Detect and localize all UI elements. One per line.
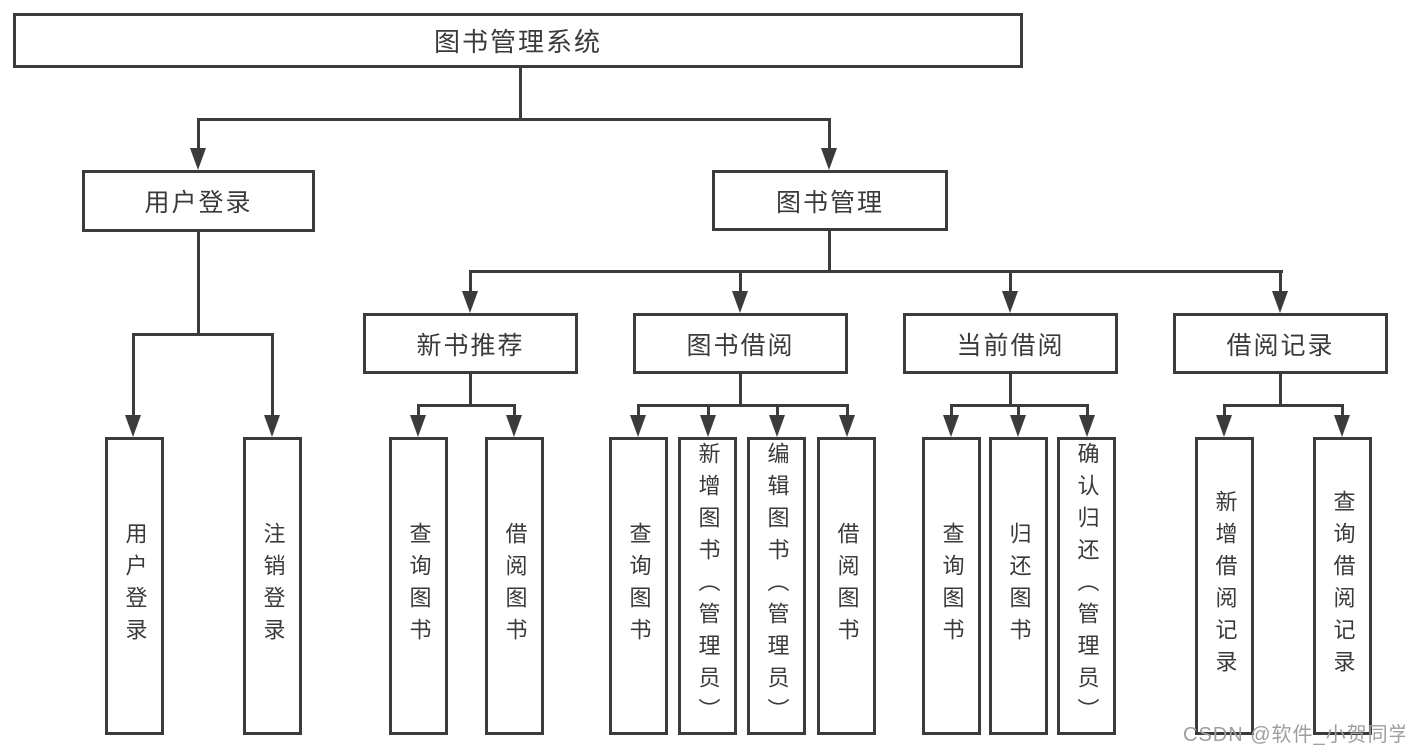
leaf-record-add: 新增借阅记录 — [1195, 437, 1254, 735]
connector-bookmgmt-hline — [469, 270, 1283, 273]
node-borrow-records: 借阅记录 — [1173, 313, 1388, 374]
arrowhead-book-mgmt — [821, 148, 837, 170]
connector-root-hline — [197, 118, 831, 121]
arrowhead-cb1 — [1010, 415, 1026, 437]
arrowhead-cb2 — [1079, 415, 1095, 437]
connector-arrow-shaft-records — [1279, 270, 1282, 293]
arrowhead-bookborrow — [732, 291, 748, 313]
leaf-borrow-add-admin: 新增图书（管理员） — [678, 437, 737, 735]
arrowhead-bb3 — [839, 415, 855, 437]
leaf-current-confirm-admin: 确认归还（管理员） — [1057, 437, 1116, 735]
node-root-library-system: 图书管理系统 — [13, 13, 1023, 68]
node-book-management: 图书管理 — [712, 170, 948, 231]
connector-newbook-stem — [469, 374, 472, 407]
csdn-watermark: CSDN @软件_小贺同学 — [1183, 724, 1405, 746]
arrowhead-nb1 — [506, 415, 522, 437]
connector-arrow-shaft-newbook — [469, 270, 472, 293]
leaf-logout: 注销登录 — [243, 437, 302, 735]
arrowhead-currentborrow — [1002, 291, 1018, 313]
connector-arrow-shaft-nb0 — [417, 404, 420, 418]
leaf-borrow-query: 查询图书 — [609, 437, 668, 735]
arrowhead-records — [1272, 291, 1288, 313]
leaf-record-query: 查询借阅记录 — [1313, 437, 1372, 735]
connector-arrow-shaft-bb0 — [637, 404, 640, 418]
node-new-book-recommend: 新书推荐 — [363, 313, 578, 374]
connector-records-hline — [1223, 404, 1344, 407]
arrowhead-bb0 — [630, 415, 646, 437]
connector-arrow-shaft-nb1 — [513, 404, 516, 418]
leaf-borrow-book: 借阅图书 — [817, 437, 876, 735]
arrowhead-br1 — [1334, 415, 1350, 437]
arrowhead-bb2 — [769, 415, 785, 437]
connector-userlogin-stem — [197, 232, 200, 335]
connector-records-stem — [1279, 374, 1282, 407]
arrowhead-nb0 — [410, 415, 426, 437]
connector-arrow-shaft-leaf-logout — [271, 333, 274, 417]
connector-arrow-shaft-bb3 — [846, 404, 849, 418]
arrowhead-newbook — [462, 291, 478, 313]
arrowhead-leaf-logout — [264, 415, 280, 437]
arrowhead-br0 — [1216, 415, 1232, 437]
arrowhead-bb1 — [700, 415, 716, 437]
arrowhead-cb0 — [943, 415, 959, 437]
connector-arrow-shaft-bookborrow — [739, 270, 742, 293]
connector-arrow-shaft-cb1 — [1017, 404, 1020, 418]
connector-arrow-shaft-cb0 — [950, 404, 953, 418]
arrowhead-user-login — [190, 148, 206, 170]
node-user-login: 用户登录 — [82, 170, 315, 232]
leaf-borrow-edit-admin: 编辑图书（管理员） — [747, 437, 806, 735]
connector-arrow-shaft-cb2 — [1086, 404, 1089, 418]
node-book-borrow: 图书借阅 — [633, 313, 848, 374]
connector-bookborrow-stem — [739, 374, 742, 407]
connector-arrow-shaft-currentborrow — [1009, 270, 1012, 293]
connector-bookborrow-hline — [637, 404, 849, 407]
leaf-newbook-borrow: 借阅图书 — [485, 437, 544, 735]
leaf-user-login: 用户登录 — [105, 437, 164, 735]
connector-arrow-shaft-br0 — [1223, 404, 1226, 418]
node-current-borrow: 当前借阅 — [903, 313, 1118, 374]
connector-currentborrow-stem — [1009, 374, 1012, 407]
connector-arrow-shaft-leaf-login — [132, 333, 135, 417]
leaf-current-query: 查询图书 — [922, 437, 981, 735]
arrowhead-leaf-login — [125, 415, 141, 437]
connector-bookmgmt-stem — [828, 231, 831, 273]
leaf-current-return: 归还图书 — [989, 437, 1048, 735]
connector-arrow-shaft-book-mgmt — [828, 118, 831, 150]
connector-arrow-shaft-bb1 — [707, 404, 710, 418]
connector-root-stem — [519, 68, 522, 120]
connector-arrow-shaft-br1 — [1341, 404, 1344, 418]
leaf-newbook-query: 查询图书 — [389, 437, 448, 735]
connector-arrow-shaft-bb2 — [776, 404, 779, 418]
connector-arrow-shaft-user-login — [197, 118, 200, 150]
connector-newbook-hline — [417, 404, 516, 407]
connector-userlogin-hline — [132, 333, 273, 336]
